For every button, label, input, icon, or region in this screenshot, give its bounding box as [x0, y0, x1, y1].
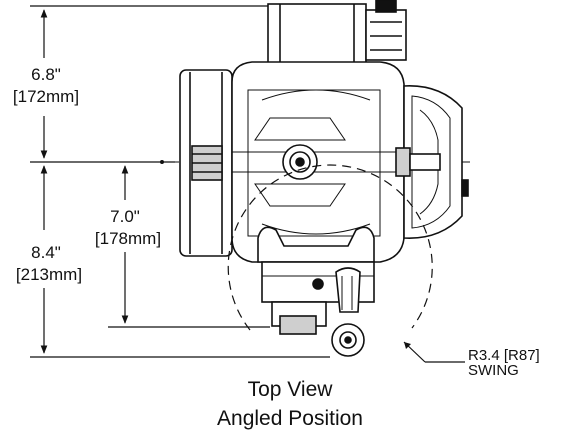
top-height-metric: [172mm]: [13, 87, 79, 106]
left-cover: [179, 69, 233, 257]
caption-position: Angled Position: [217, 407, 363, 430]
swing-radius-arc: [227, 164, 433, 331]
dimension-lines: [30, 5, 330, 358]
conduit-hub: [267, 0, 407, 67]
top-height-imperial: 6.8": [31, 65, 61, 84]
sensor-hood: [395, 85, 469, 239]
center-dim-metric: [178mm]: [95, 229, 161, 248]
main-body: [231, 61, 405, 263]
swing-radius-label: R3.4 [R87]: [468, 347, 540, 364]
caption-view: Top View: [248, 378, 334, 401]
swing-callout-leader: [403, 341, 465, 363]
swing-label: SWING: [468, 362, 519, 379]
bottom-height-imperial: 8.4": [31, 243, 61, 262]
bottom-height-metric: [213mm]: [16, 265, 82, 284]
device-top-view: [179, 0, 469, 357]
swing-handle: [331, 267, 365, 357]
center-dim-imperial: 7.0": [110, 207, 140, 226]
